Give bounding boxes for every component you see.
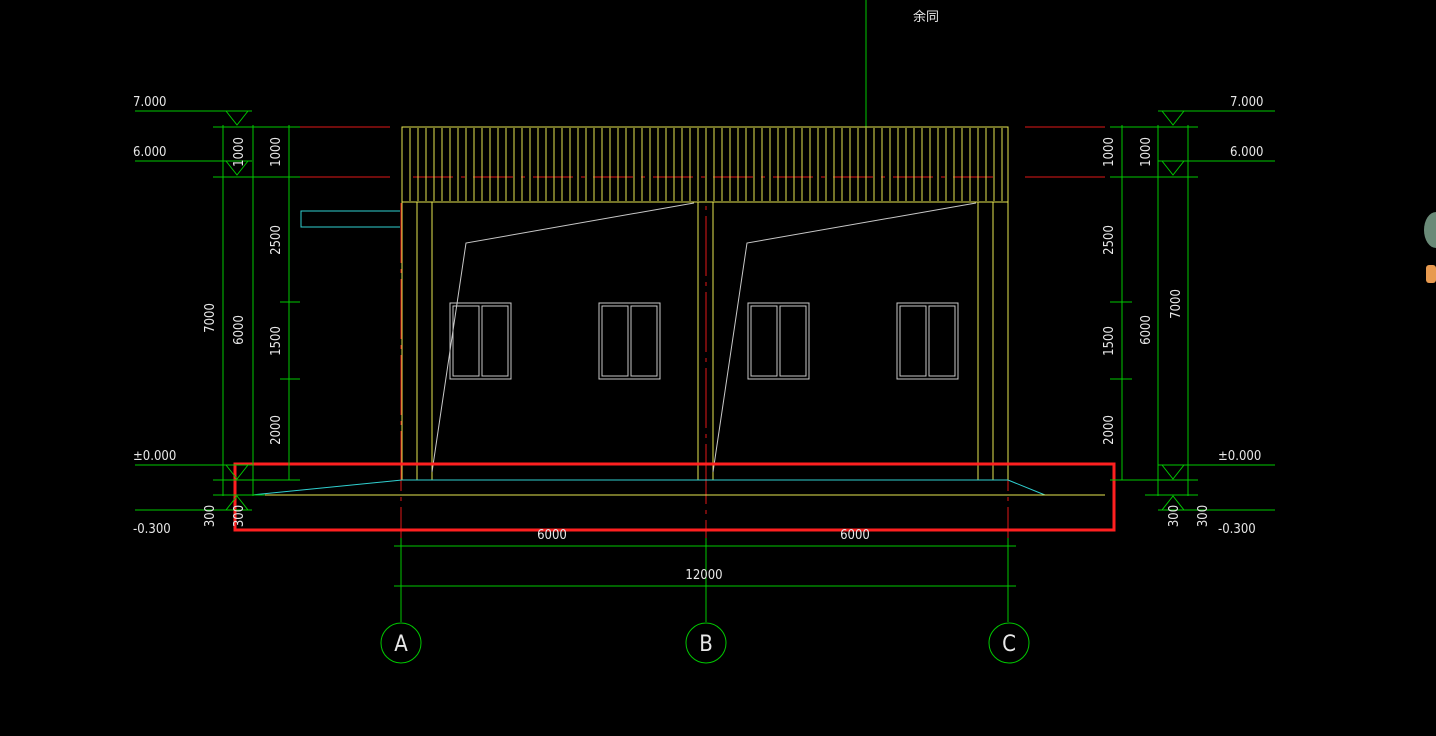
right-dim-300b: 300 (1196, 505, 1211, 527)
window-1 (449, 302, 512, 380)
left-dim-2500: 2500 (269, 225, 284, 255)
right-dim-1500: 1500 (1102, 326, 1117, 356)
roof-hatch (409, 128, 1003, 201)
left-dim-1500: 1500 (269, 326, 284, 356)
columns (401, 201, 1009, 481)
left-dim-1000: 1000 (232, 137, 247, 167)
left-level-eave: 6.000 (133, 145, 166, 160)
left-dim-7000: 7000 (203, 303, 218, 333)
canopy-stub (300, 210, 400, 228)
brace-lines (431, 202, 977, 473)
windows (449, 302, 959, 380)
right-level-top: 7.000 (1230, 95, 1263, 110)
left-dim-1000b: 1000 (269, 137, 284, 167)
right-dim-1000b: 1000 (1139, 137, 1154, 167)
right-dim-2500: 2500 (1102, 225, 1117, 255)
left-dim-6000: 6000 (232, 315, 247, 345)
window-3 (747, 302, 810, 380)
left-dimensions (135, 110, 300, 511)
bottom-dim-bay1: 6000 (537, 528, 567, 543)
right-dim-300a: 300 (1167, 505, 1182, 527)
roof (401, 126, 1009, 203)
axis-label-c: C (1002, 632, 1016, 657)
right-level-eave: 6.000 (1230, 145, 1263, 160)
left-level-ground: ±0.000 (133, 449, 176, 464)
bottom-dim-bay2: 6000 (840, 528, 870, 543)
bottom-dim-total: 12000 (685, 568, 722, 583)
left-dim-2000: 2000 (269, 415, 284, 445)
right-dim-7000: 7000 (1169, 289, 1184, 319)
remarks-note: 余同 (913, 9, 939, 25)
grid-axis-b: B (685, 622, 727, 664)
axis-label-a: A (394, 632, 408, 657)
grid-axis-c: C (988, 622, 1030, 664)
highlight-box[interactable] (233, 462, 1116, 532)
left-level-outside: -0.300 (133, 522, 171, 537)
window-2 (598, 302, 661, 380)
bottom-dimensions (394, 538, 1016, 622)
ground-lines (251, 479, 1105, 496)
left-dim-300b: 300 (232, 505, 247, 527)
right-level-ground: ±0.000 (1218, 449, 1261, 464)
grid-axis-a: A (380, 622, 422, 664)
right-dim-6000: 6000 (1139, 315, 1154, 345)
window-4 (896, 302, 959, 380)
axis-label-b: B (699, 632, 713, 657)
left-dim-300a: 300 (203, 505, 218, 527)
right-level-outside: -0.300 (1218, 522, 1256, 537)
left-level-top: 7.000 (133, 95, 166, 110)
right-dimensions (1110, 110, 1275, 511)
right-dim-2000: 2000 (1102, 415, 1117, 445)
right-dim-1000a: 1000 (1102, 137, 1117, 167)
floating-assistant-icon[interactable] (1424, 212, 1436, 283)
